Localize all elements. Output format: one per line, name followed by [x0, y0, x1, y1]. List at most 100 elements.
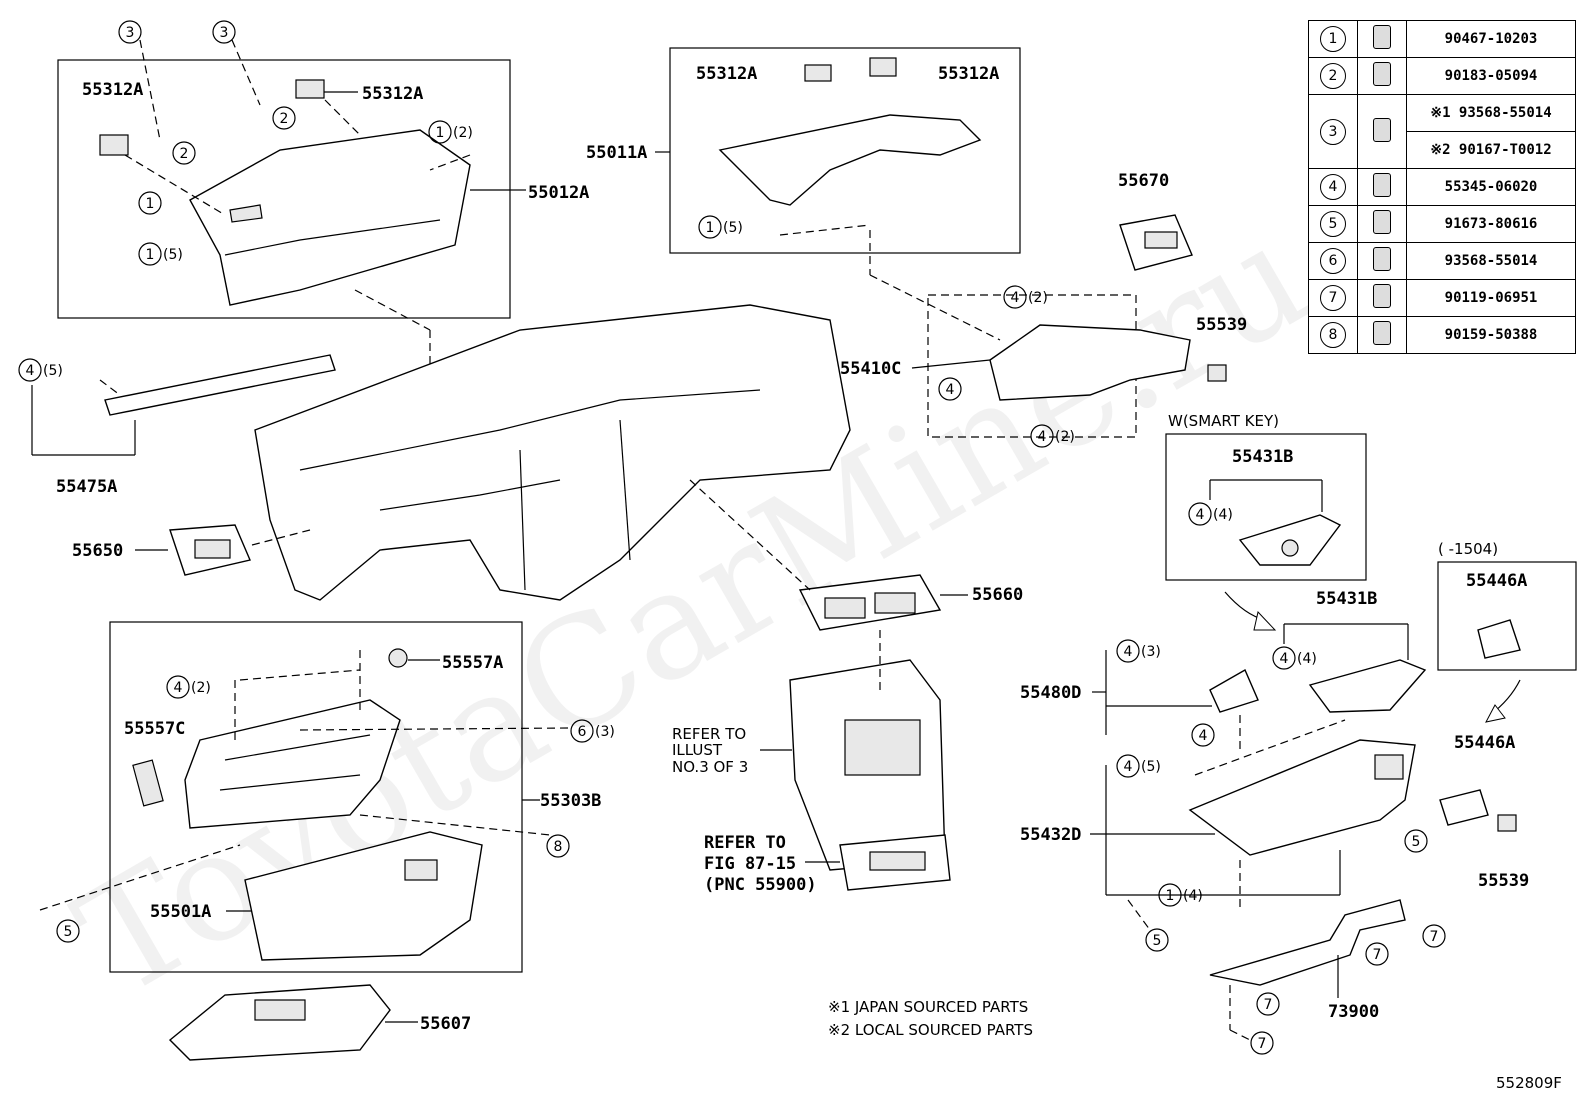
callout-1-b[interactable]: 1 [138, 191, 162, 215]
damper-part[interactable] [132, 759, 164, 807]
glove-box-part[interactable] [244, 831, 483, 961]
legend-part-number: 55345-06020 [1406, 168, 1576, 206]
callout-6[interactable]: 6 [570, 719, 594, 743]
callout-7-b[interactable]: 7 [1365, 942, 1389, 966]
box-upper-panel [57, 59, 511, 319]
clip-part-55312A-hood-right[interactable] [869, 57, 897, 77]
callout-4-f[interactable]: 4 [1272, 646, 1296, 670]
trim-strip-part[interactable] [104, 354, 336, 416]
legend-row[interactable]: 2 90183-05094 [1308, 57, 1576, 95]
clip-part-55312A-left[interactable] [99, 134, 129, 156]
callout-3-a[interactable]: 3 [118, 20, 142, 44]
legend-row[interactable]: ※2 90167-T0012 [1309, 131, 1576, 169]
svg-text:7: 7 [1264, 997, 1273, 1013]
legend-part-number: 93568-55014 [1406, 242, 1576, 280]
legend-part-number: 90119-06951 [1406, 279, 1576, 317]
label-55312A-c: 55312A [696, 64, 757, 84]
callout-2-b[interactable]: 2 [272, 106, 296, 130]
meter-hood-part[interactable] [718, 114, 982, 206]
legend-row[interactable]: 7 90119-06951 [1308, 279, 1576, 317]
callout-4-b[interactable]: 4 [1003, 285, 1027, 309]
callout-2-a[interactable]: 2 [172, 141, 196, 165]
switch-base-part-smart[interactable] [1238, 514, 1342, 566]
side-vent-right-part[interactable] [1119, 214, 1193, 271]
legend-number: 1 [1320, 26, 1346, 52]
side-vent-left-part[interactable] [169, 524, 251, 576]
label-73900: 73900 [1328, 1002, 1379, 1022]
switch-hole-cover-part[interactable] [1439, 789, 1489, 826]
callout-4-g[interactable]: 4 [166, 675, 190, 699]
svg-text:4: 4 [1011, 290, 1020, 306]
clip-part-55539-lower[interactable] [1497, 814, 1517, 832]
date-box-label: ( -1504) [1438, 540, 1498, 558]
note-japan: ※1 JAPAN SOURCED PARTS [828, 998, 1028, 1016]
callout-4-a[interactable]: 4 [18, 358, 42, 382]
callout-4-i[interactable]: 4 [1191, 723, 1215, 747]
label-55446A-a: 55446A [1466, 571, 1527, 591]
callout-7-c[interactable]: 7 [1256, 992, 1280, 1016]
legend-row[interactable]: 6 93568-55014 [1308, 242, 1576, 280]
heater-control-part[interactable] [839, 834, 951, 891]
refer-illust-line3: NO.3 OF 3 [672, 758, 748, 776]
lower-panel-part[interactable] [1188, 739, 1416, 856]
callout-3-b[interactable]: 3 [212, 20, 236, 44]
callout-8[interactable]: 8 [546, 834, 570, 858]
legend-row[interactable]: 3 ※1 93568-55014 [1308, 94, 1576, 169]
meter-panel-part[interactable] [989, 324, 1191, 401]
side-cover-part[interactable] [1209, 669, 1259, 713]
label-55501A: 55501A [150, 902, 211, 922]
callout-1-a[interactable]: 1 [428, 120, 452, 144]
svg-text:(5): (5) [43, 363, 63, 379]
figure-code: 552809F [1496, 1074, 1562, 1092]
svg-text:3: 3 [220, 25, 229, 41]
callout-1-e[interactable]: 1 [1158, 883, 1182, 907]
switch-base-part[interactable] [1308, 659, 1427, 713]
switch-hole-cover-part-boxed[interactable] [1477, 619, 1521, 659]
svg-text:4: 4 [1038, 429, 1047, 445]
callout-7-d[interactable]: 7 [1250, 1031, 1274, 1055]
svg-text:(4): (4) [1213, 507, 1233, 523]
legend-row[interactable]: 4 55345-06020 [1308, 168, 1576, 206]
screw-icon [1373, 117, 1391, 142]
callout-1-c[interactable]: 1 [138, 242, 162, 266]
clip-part-55539-upper[interactable] [1207, 364, 1227, 382]
label-55446A-b: 55446A [1454, 733, 1515, 753]
legend-row[interactable]: 8 90159-50388 [1308, 316, 1576, 354]
callout-7-a[interactable]: 7 [1422, 924, 1446, 948]
callout-5-a[interactable]: 5 [56, 919, 80, 943]
callout-4-c[interactable]: 4 [938, 377, 962, 401]
svg-text:4: 4 [946, 382, 955, 398]
svg-text:7: 7 [1258, 1036, 1267, 1052]
center-panel-part[interactable] [789, 659, 946, 871]
legend-row[interactable]: 5 91673-80616 [1308, 205, 1576, 243]
callout-5-b[interactable]: 5 [1404, 829, 1428, 853]
legend-row[interactable]: 1 90467-10203 [1308, 20, 1576, 58]
legend-part-number: 91673-80616 [1406, 205, 1576, 243]
dash-frame-part[interactable] [254, 304, 851, 601]
callout-1-d[interactable]: 1 [698, 215, 722, 239]
svg-text:(5): (5) [1141, 759, 1161, 775]
svg-text:4: 4 [26, 363, 35, 379]
legend-number: 6 [1320, 248, 1346, 274]
screw-icon [1373, 284, 1391, 308]
svg-text:5: 5 [1153, 933, 1162, 949]
upper-panel-part[interactable] [189, 129, 471, 306]
center-vent-part[interactable] [798, 574, 942, 631]
callout-4-h[interactable]: 4 [1116, 639, 1140, 663]
box-date-range [1437, 561, 1577, 671]
fastener-legend-table: 1 90467-10203 2 90183-05094 3 ※1 93568-5… [1308, 20, 1576, 354]
under-cover-part[interactable] [168, 984, 391, 1061]
callout-4-j[interactable]: 4 [1116, 754, 1140, 778]
screw-icon [1373, 247, 1391, 271]
glove-door-frame-part[interactable] [184, 699, 401, 829]
callout-5-c[interactable]: 5 [1145, 928, 1169, 952]
clip-part-55312A-right[interactable] [295, 79, 325, 99]
clip-part-55312A-hood-left[interactable] [804, 64, 832, 82]
bracket-part[interactable] [1209, 899, 1406, 986]
stopper-part[interactable] [388, 648, 408, 668]
svg-text:8: 8 [554, 839, 563, 855]
label-55539-b: 55539 [1478, 871, 1529, 891]
callout-4-e[interactable]: 4 [1188, 502, 1212, 526]
label-55431B-a: 55431B [1232, 447, 1293, 467]
callout-4-d[interactable]: 4 [1030, 424, 1054, 448]
